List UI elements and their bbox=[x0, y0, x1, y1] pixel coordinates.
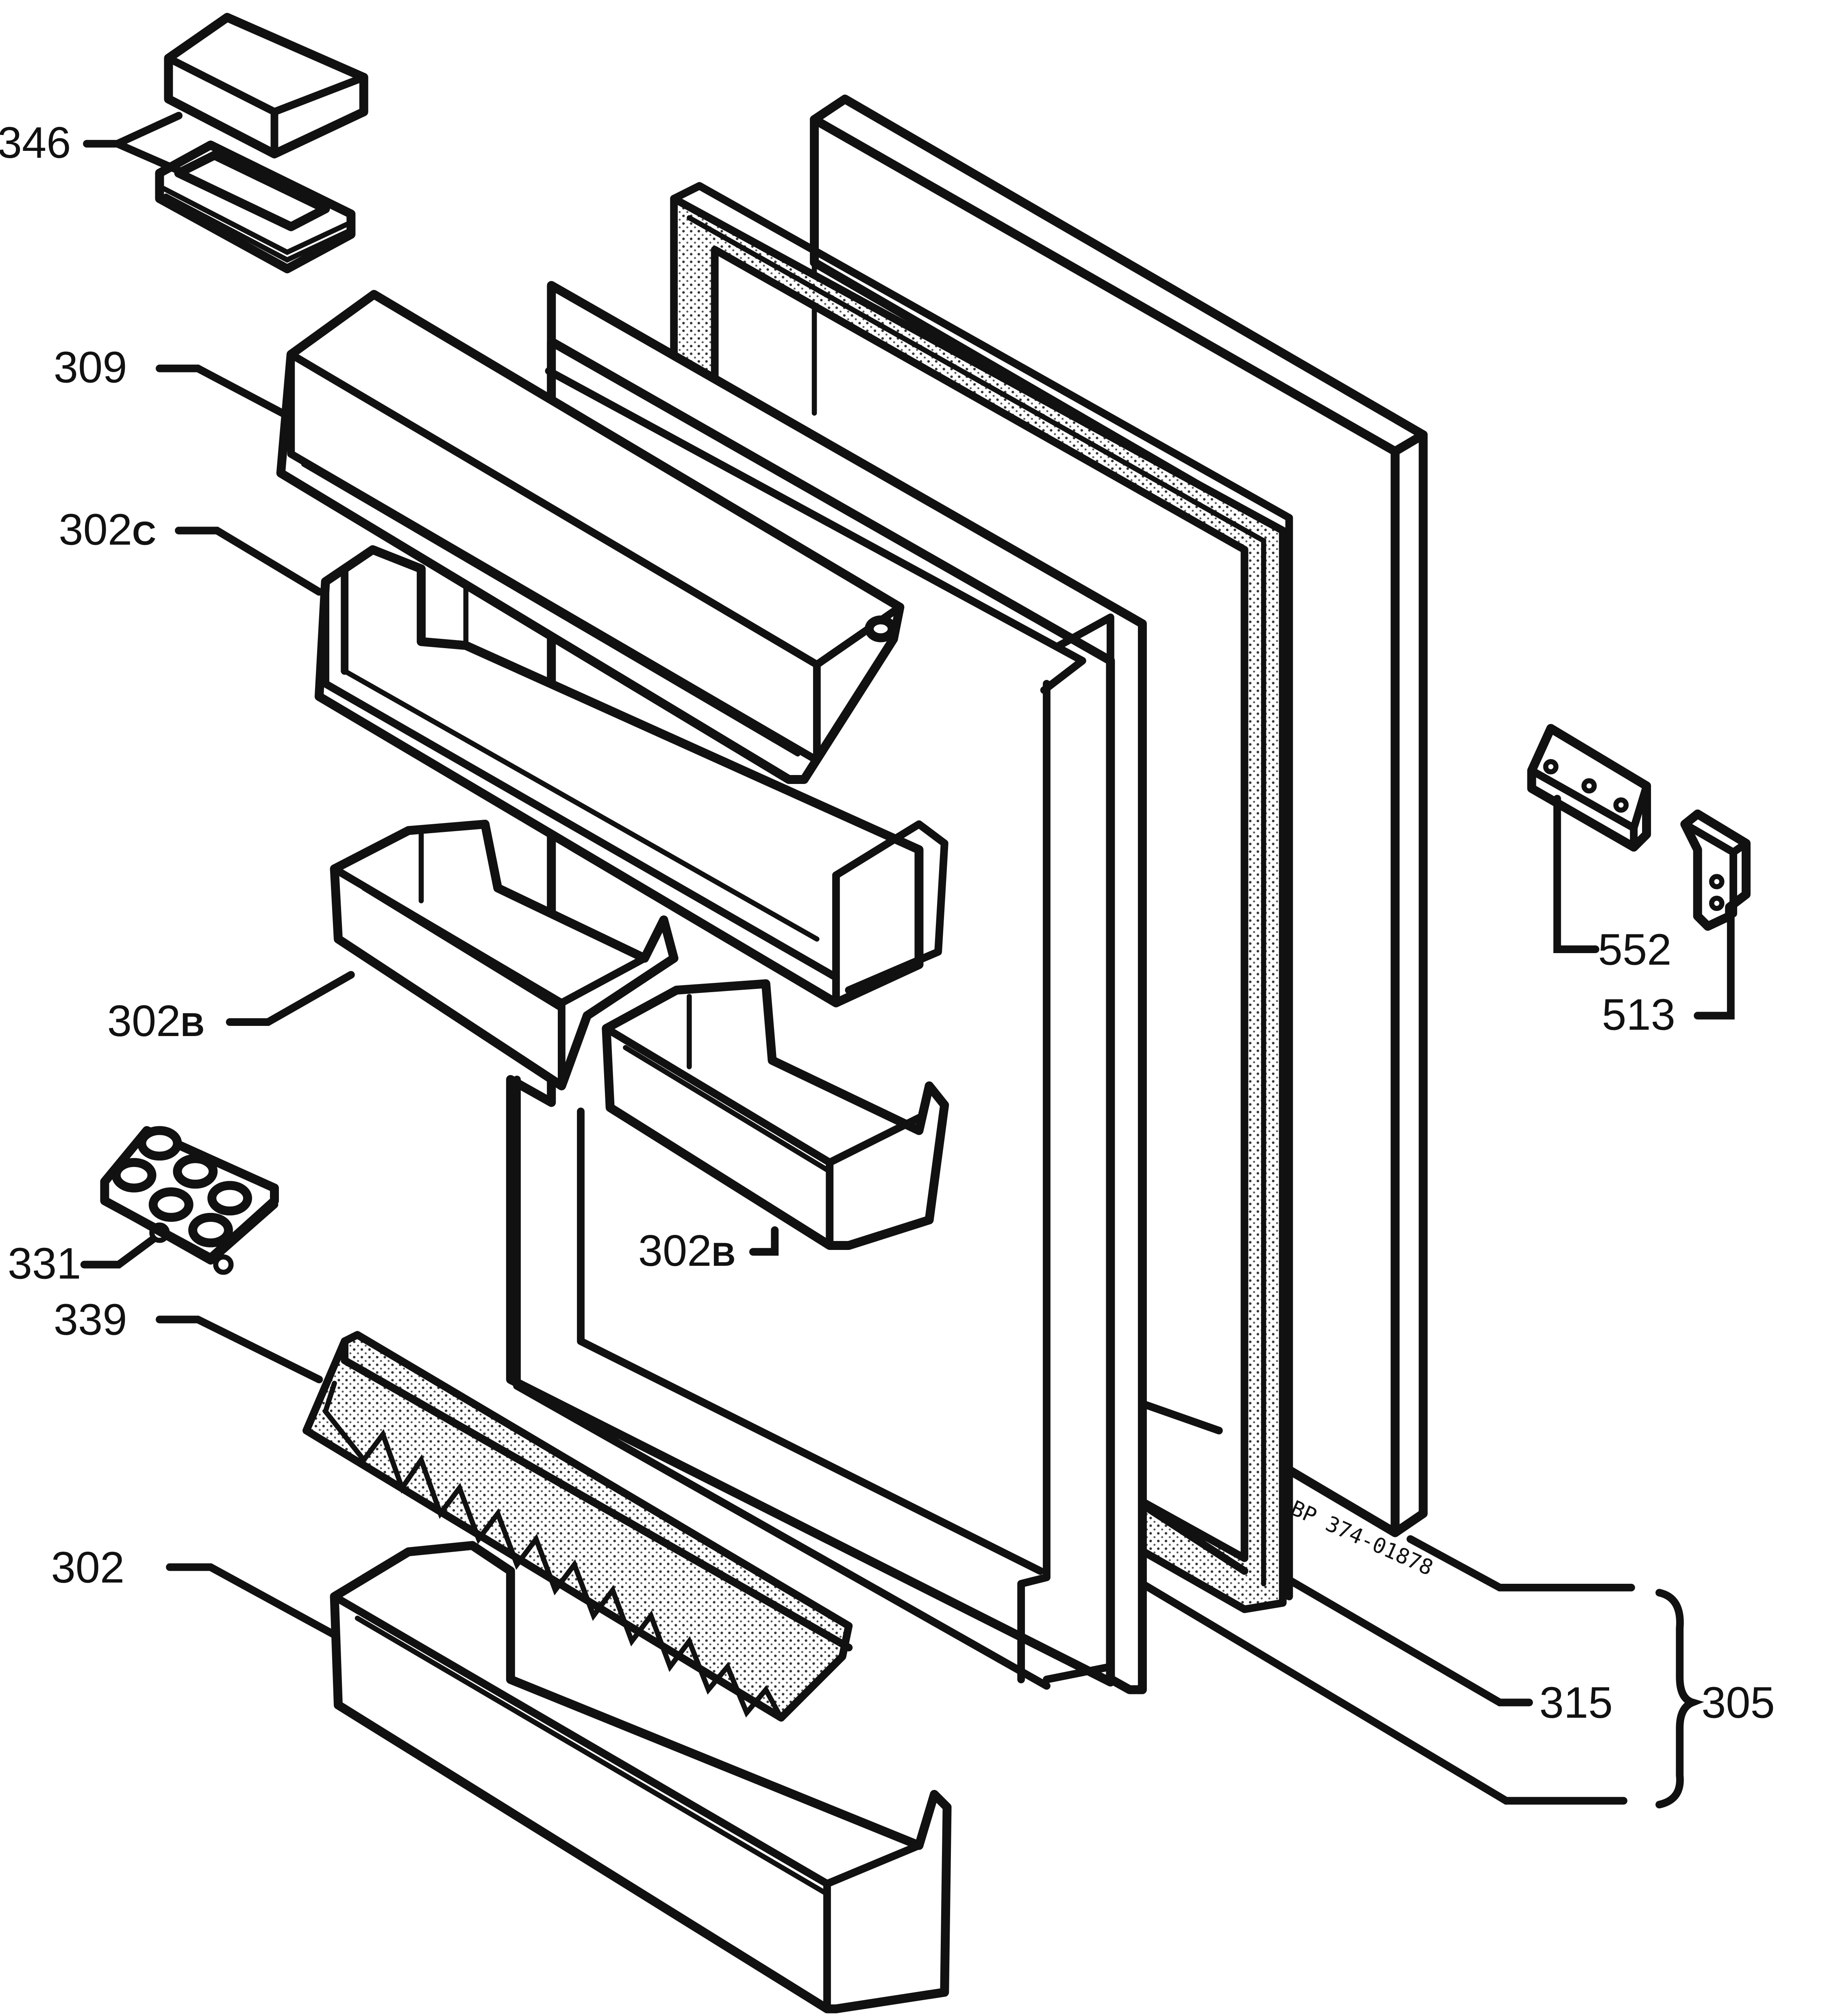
callout-302b-right: 302B bbox=[638, 1226, 736, 1275]
labels: 346 309 302C 302B 302B 331 339 302 552 513 315 305 bbox=[0, 118, 1775, 1727]
hinge-bracket bbox=[1680, 809, 1751, 931]
egg-tray bbox=[100, 1126, 279, 1275]
callout-339: 339 bbox=[54, 1295, 127, 1344]
callout-302: 302 bbox=[51, 1543, 125, 1592]
callout-331: 331 bbox=[8, 1239, 81, 1288]
right-bottle-shelf bbox=[602, 979, 949, 1250]
callout-513: 513 bbox=[1602, 990, 1675, 1039]
hinge-plate bbox=[1527, 724, 1651, 852]
callout-302c: 302C bbox=[59, 505, 156, 554]
callout-305: 305 bbox=[1701, 1678, 1775, 1727]
bottom-door-shelf bbox=[330, 1541, 952, 2014]
callout-346: 346 bbox=[0, 118, 71, 167]
butter-box bbox=[155, 13, 368, 274]
callout-315: 315 bbox=[1539, 1678, 1613, 1727]
callout-302b-left: 302B bbox=[107, 996, 205, 1045]
callout-309: 309 bbox=[54, 343, 127, 392]
butter-box-cover-shelf bbox=[276, 290, 905, 784]
bottle-retainer-comb bbox=[302, 1331, 853, 1722]
left-bottle-shelf bbox=[330, 819, 679, 1091]
leader-lines bbox=[80, 112, 1735, 1809]
upper-door-shelf bbox=[314, 545, 948, 1008]
callout-552: 552 bbox=[1598, 925, 1672, 974]
